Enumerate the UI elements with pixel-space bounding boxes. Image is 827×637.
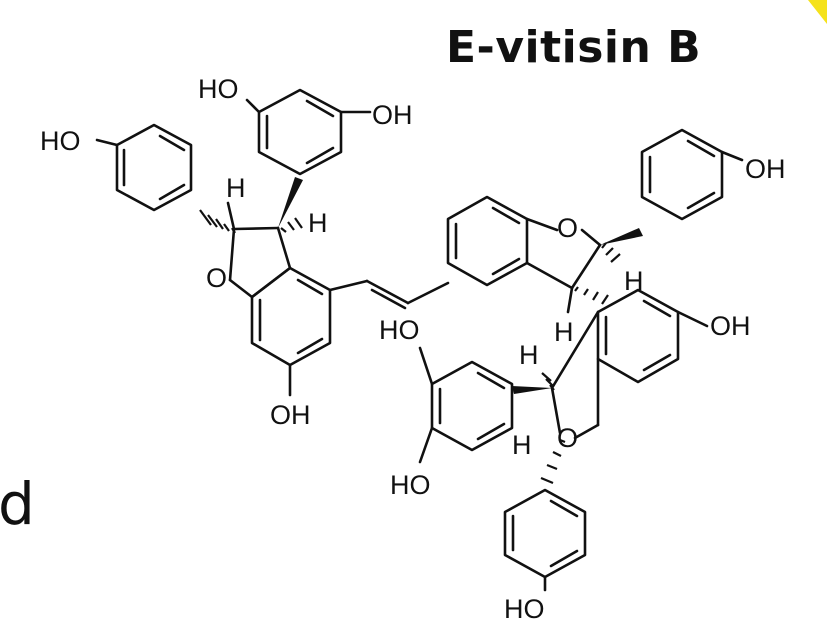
- hydrogen-label: H: [512, 430, 532, 460]
- hydroxyl-label: OH: [270, 400, 311, 430]
- hydroxyl-label: OH: [372, 100, 413, 130]
- hydroxyl-label: HO: [198, 74, 239, 104]
- oxygen-label: O: [557, 423, 578, 453]
- stereo-bonds: [199, 177, 643, 485]
- atom-labels: HO OH HO H H O OH O OH H H HO OH H H O H…: [40, 74, 786, 624]
- oxygen-label: O: [557, 213, 578, 243]
- oxygen-label: O: [206, 263, 227, 293]
- compound-title: E-vitisin B: [446, 22, 702, 73]
- hydroxyl-label: OH: [710, 311, 751, 341]
- yellow-highlight-shape: [808, 0, 827, 24]
- hydroxyl-label: HO: [390, 470, 431, 500]
- hydrogen-label: H: [624, 266, 644, 296]
- hydrogen-label: H: [519, 340, 539, 370]
- hydrogen-label: H: [554, 317, 574, 347]
- hydrogen-label: H: [226, 173, 246, 203]
- hydrogen-label: H: [308, 208, 328, 238]
- hydroxyl-label: OH: [745, 154, 786, 184]
- hydroxyl-label: HO: [379, 315, 420, 345]
- hydroxyl-label: HO: [504, 594, 545, 624]
- bond-lines: [95, 88, 744, 592]
- cropped-slide-text: d: [0, 470, 35, 538]
- hydroxyl-label: HO: [40, 126, 81, 156]
